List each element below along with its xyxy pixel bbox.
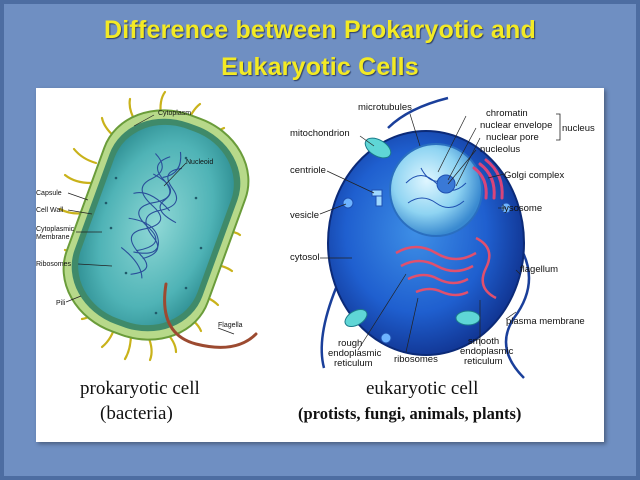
label-golgi-complex: Golgi complex [504,170,564,181]
label-capsule: Capsule [36,190,62,197]
label-centriole: centriole [290,165,326,176]
label-chromatin: chromatin [486,108,528,119]
label-vesicle: vesicle [290,210,319,221]
diagram-panel: Cytoplasm Nucleoid Capsule Cell Wall Cyt… [36,88,604,442]
label-nuclear-pore: nuclear pore [486,132,539,143]
label-smooth-er-2: endoplasmic [460,346,514,357]
mitochondrion-icon [364,137,392,159]
centriole-icon [371,189,383,207]
label-ribosomes-prokaryote: Ribosomes [36,261,72,268]
label-smooth-er-1: smooth [468,336,499,347]
smooth-er-icon [475,236,497,300]
slide-title-line-1: Difference between Prokaryotic and [104,16,536,44]
label-plasma-membrane: plasma membrane [506,316,585,327]
vesicle-icon [342,197,354,209]
prokaryote-caption-1: prokaryotic cell [80,378,200,399]
label-rough-er-1: rough [338,338,362,349]
flagellum-icon [163,282,258,349]
label-cell-wall: Cell Wall [36,207,64,214]
golgi-icon [472,158,504,200]
label-cytoplasm: Cytoplasm [158,110,191,117]
eukaryote-caption-1: eukaryotic cell [366,378,478,399]
slide-title-line-2: Eukaryotic Cells [221,53,419,81]
label-microtubules: microtubules [358,102,412,113]
eukaryote-illustration: microtubules mitochondrion centriole ves… [290,96,595,423]
prokaryote-caption-2: (bacteria) [100,403,173,424]
label-cytoplasmic-membrane-1: Cytoplasmic [36,226,75,233]
label-ribosomes-eukaryote: ribosomes [394,354,438,365]
label-nucleolus: nucleolus [480,144,520,155]
nucleus-icon [389,143,483,237]
rough-er-icon [395,245,477,297]
label-cytosol: cytosol [290,252,320,263]
prokaryote-illustration: Cytoplasm Nucleoid Capsule Cell Wall Cyt… [36,90,258,424]
label-rough-er-3: reticulum [334,358,373,369]
label-flagellum: flagellum [520,264,558,275]
label-rough-er-2: endoplasmic [328,348,382,359]
cell-diagram: Cytoplasm Nucleoid Capsule Cell Wall Cyt… [36,90,595,424]
label-nuclear-envelope: nuclear envelope [480,120,552,131]
eukaryote-caption-2: (protists, fungi, animals, plants) [298,404,521,423]
label-lysosome: lysosome [502,203,542,214]
label-flagella: Flagella [218,322,243,329]
label-smooth-er-3: reticulum [464,356,503,367]
label-cytoplasmic-membrane-2: Membrane [36,234,70,241]
label-pili: Pili [56,300,66,307]
label-nucleus: nucleus [562,123,595,134]
ribosome-dots [104,156,203,315]
label-nucleoid: Nucleoid [186,159,213,166]
label-mitochondrion: mitochondrion [290,128,350,139]
nucleolus-icon [436,174,456,194]
nucleoid-icon [120,151,182,279]
